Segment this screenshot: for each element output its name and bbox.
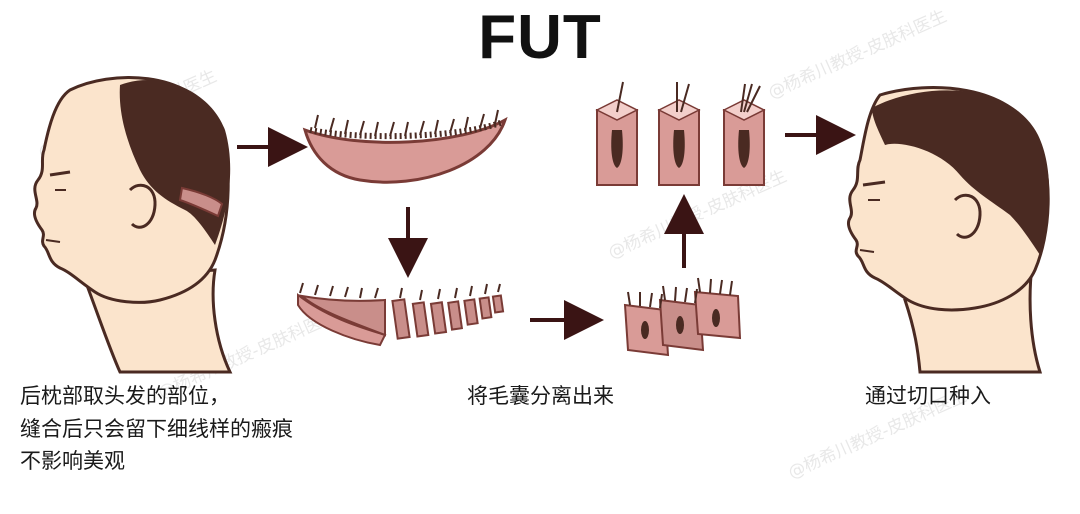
caption-donor-area: 后枕部取头发的部位， 缝合后只会留下细线样的瘢痕 不影响美观 [20, 380, 293, 478]
caption-separate-follicles: 将毛囊分离出来 [467, 384, 614, 408]
donor-strip-illustration [302, 109, 508, 184]
graft-cluster-illustration [623, 277, 742, 357]
diagram-title: FUT [478, 3, 602, 72]
caption-line: 后枕部取头发的部位， [20, 384, 230, 408]
caption-line: 缝合后只会留下细线样的瘢痕 [20, 416, 293, 441]
follicular-units-illustration [595, 81, 766, 186]
sliced-strips-illustration [297, 282, 505, 347]
donor-head-illustration [32, 76, 233, 374]
recipient-head-illustration [846, 86, 1050, 374]
caption-implant: 通过切口种入 [865, 384, 991, 408]
caption-line: 不影响美观 [20, 449, 125, 474]
